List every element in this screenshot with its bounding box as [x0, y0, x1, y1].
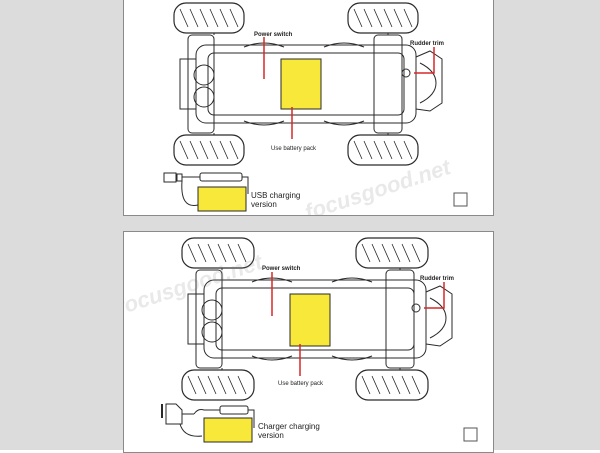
charging-label-line2: version: [251, 200, 277, 209]
charging-label-line2: version: [258, 431, 284, 440]
wheel-rear-bottom: [181, 369, 255, 401]
rudder-trim-knob: [401, 68, 411, 78]
check-box: [453, 192, 468, 207]
right-axle: [373, 34, 403, 134]
wheel-front-bottom: [355, 369, 429, 401]
rudder-trim-callout: [414, 47, 435, 74]
wheels: [181, 237, 429, 401]
motor: [193, 64, 215, 86]
left-axle: [195, 269, 223, 369]
charging-label-line1: USB charging: [251, 191, 300, 200]
left-axle: [187, 34, 215, 134]
wheels: [173, 2, 419, 166]
check-box: [463, 427, 478, 442]
usb-charger-icon: [163, 172, 249, 206]
wheel-front-top: [347, 2, 419, 34]
rudder-trim-callout: [424, 282, 445, 309]
wheel-rear-top: [173, 2, 245, 34]
wheel-rear-top: [181, 237, 255, 269]
usb-battery-pack: [197, 186, 247, 212]
power-switch-label: Power switch: [262, 266, 301, 272]
usb-charging-panel: Power switch Rudder trim Use battery pac…: [123, 0, 494, 216]
charging-label-line1: Charger charging: [258, 422, 320, 431]
battery-label: Use battery pack: [278, 381, 324, 387]
rudder-trim-knob: [411, 303, 421, 313]
right-axle: [385, 269, 415, 369]
motor: [201, 299, 223, 321]
battery-label: Use battery pack: [271, 146, 317, 152]
wheel-rear-bottom: [173, 134, 245, 166]
power-switch-label: Power switch: [254, 32, 293, 38]
wheel-front-bottom: [347, 134, 419, 166]
wheel-front-top: [355, 237, 429, 269]
chassis-frame: [195, 44, 417, 124]
rudder-trim-label: Rudder trim: [420, 276, 454, 282]
wall-charger-icon: [161, 403, 255, 437]
rudder-trim-label: Rudder trim: [410, 41, 444, 47]
battery-pack: [289, 293, 331, 347]
battery-pack: [280, 58, 322, 110]
charger-charging-panel: Power switch Rudder trim Use battery pac…: [123, 231, 494, 453]
rc-car-diagram-top: Power switch Rudder trim Use battery pac…: [163, 2, 468, 212]
charger-battery-pack: [203, 417, 253, 443]
rc-car-diagram-bottom: Power switch Rudder trim Use battery pac…: [161, 237, 478, 443]
chassis-frame: [203, 279, 427, 359]
